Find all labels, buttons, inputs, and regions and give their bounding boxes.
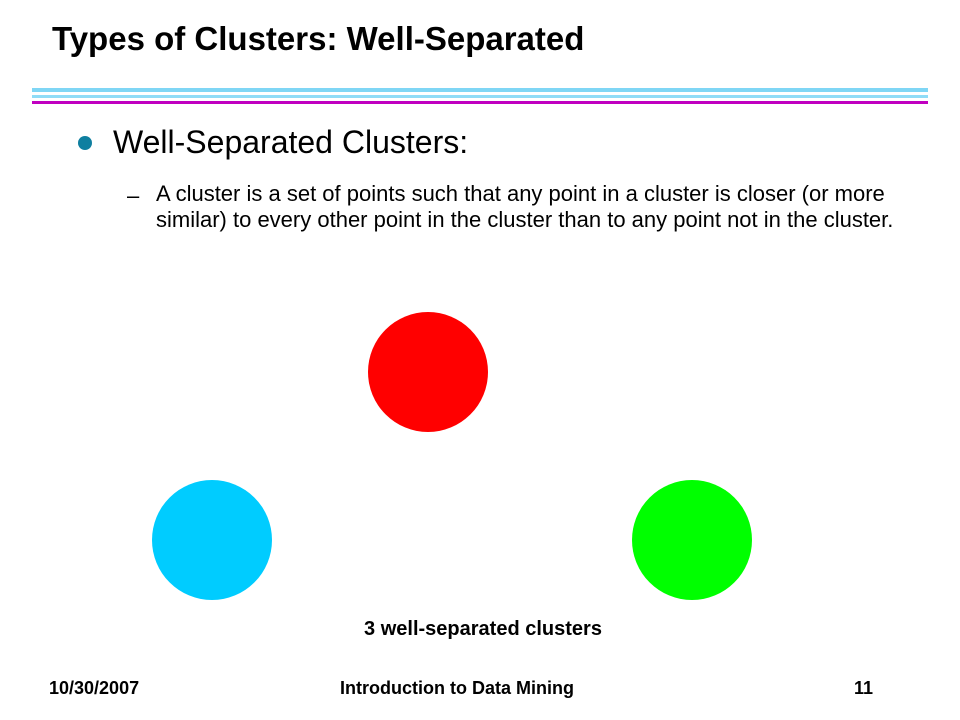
footer-page-number: 11	[854, 678, 874, 698]
sub-bullet-dash: –	[127, 183, 140, 208]
title-divider-magenta	[32, 101, 928, 104]
cluster-blue	[152, 480, 272, 600]
footer-date: 10/30/2007	[49, 678, 140, 698]
bullet-dot-icon	[78, 136, 92, 150]
title-divider-cyan-bottom	[32, 95, 928, 98]
sub-bullet-text: A cluster is a set of points such that a…	[156, 181, 894, 232]
footer-course: Introduction to Data Mining	[340, 678, 574, 698]
title-divider-cyan-top	[32, 88, 928, 92]
cluster-red	[368, 312, 488, 432]
bullet-heading: Well-Separated Clusters:	[113, 124, 469, 160]
cluster-green	[632, 480, 752, 600]
figure-caption: 3 well-separated clusters	[364, 618, 602, 640]
slide-title: Types of Clusters: Well-Separated	[52, 20, 585, 57]
